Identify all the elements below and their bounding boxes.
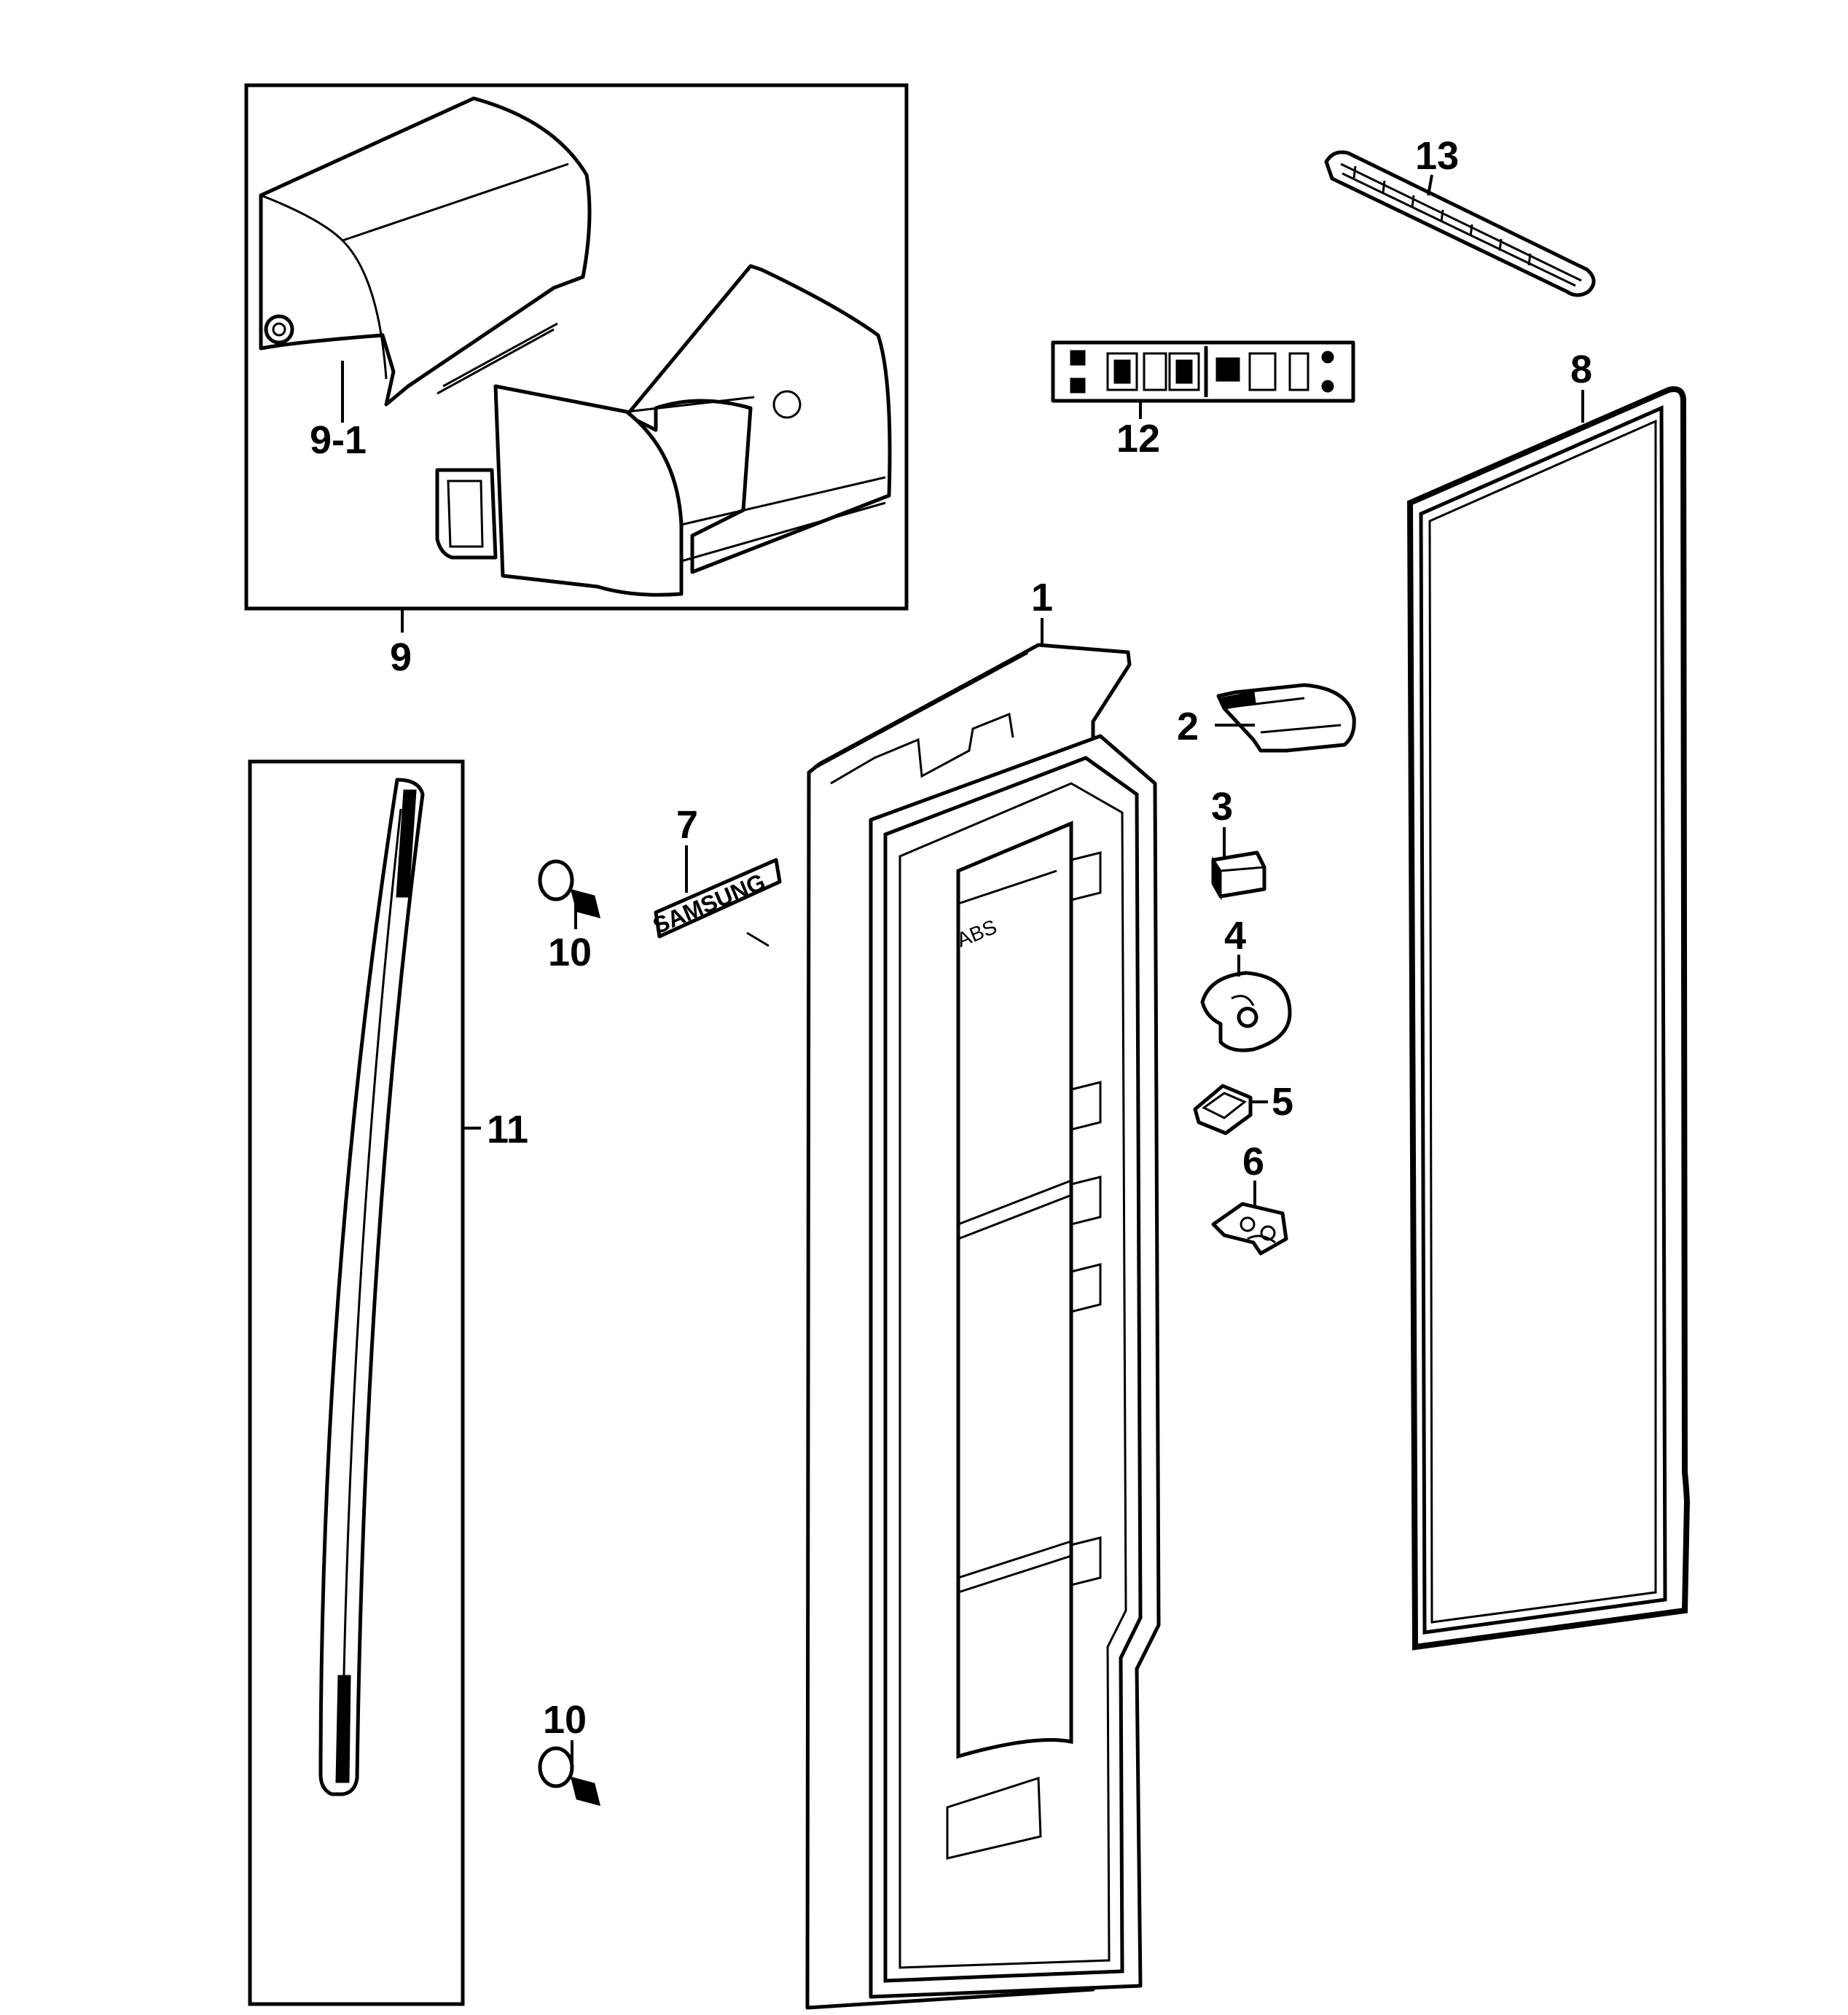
callout-11: 11 <box>487 1108 528 1151</box>
part-4-hinge-cap <box>1200 971 1292 1052</box>
callout-10-bottom: 10 <box>543 1698 587 1742</box>
part-9-bin <box>435 264 892 597</box>
part-11-frame <box>248 759 465 2006</box>
part-2-hinge-cover <box>1216 683 1356 753</box>
part-8-gasket <box>1406 386 1691 1651</box>
callout-5: 5 <box>1272 1080 1293 1124</box>
callout-9: 9 <box>390 635 412 679</box>
callout-10-top: 10 <box>548 931 592 974</box>
callout-1: 1 <box>1031 576 1053 619</box>
callout-6: 6 <box>1242 1140 1264 1183</box>
part-11-handle <box>248 759 465 2006</box>
part-3-switch <box>1211 850 1266 901</box>
emblem-mark: SAMSUNG <box>649 868 770 939</box>
callout-3: 3 <box>1211 785 1233 829</box>
part-12-pcb <box>1051 340 1355 403</box>
part-9-frame <box>244 83 909 611</box>
callout-13: 13 <box>1415 134 1459 178</box>
callout-9-1: 9-1 <box>310 418 367 462</box>
part-7-emblem: SAMSUNG <box>649 858 782 947</box>
part-9-guard-assembly: 9-1 <box>244 83 909 611</box>
callout-4: 4 <box>1224 914 1246 958</box>
part-1-door: ABS <box>805 643 1161 2010</box>
callout-7: 7 <box>676 803 698 847</box>
part-10-screw-top <box>538 859 601 919</box>
callout-8: 8 <box>1570 348 1592 391</box>
callout-2: 2 <box>1177 705 1199 748</box>
part-10-screw-bottom <box>538 1746 601 1807</box>
callout-12: 12 <box>1116 417 1160 461</box>
part-6-hinge-bracket <box>1211 1202 1288 1256</box>
part-5-spacer <box>1193 1084 1253 1135</box>
part-9-1-cover <box>259 96 592 407</box>
part-13-cap-decoration <box>1324 150 1596 297</box>
